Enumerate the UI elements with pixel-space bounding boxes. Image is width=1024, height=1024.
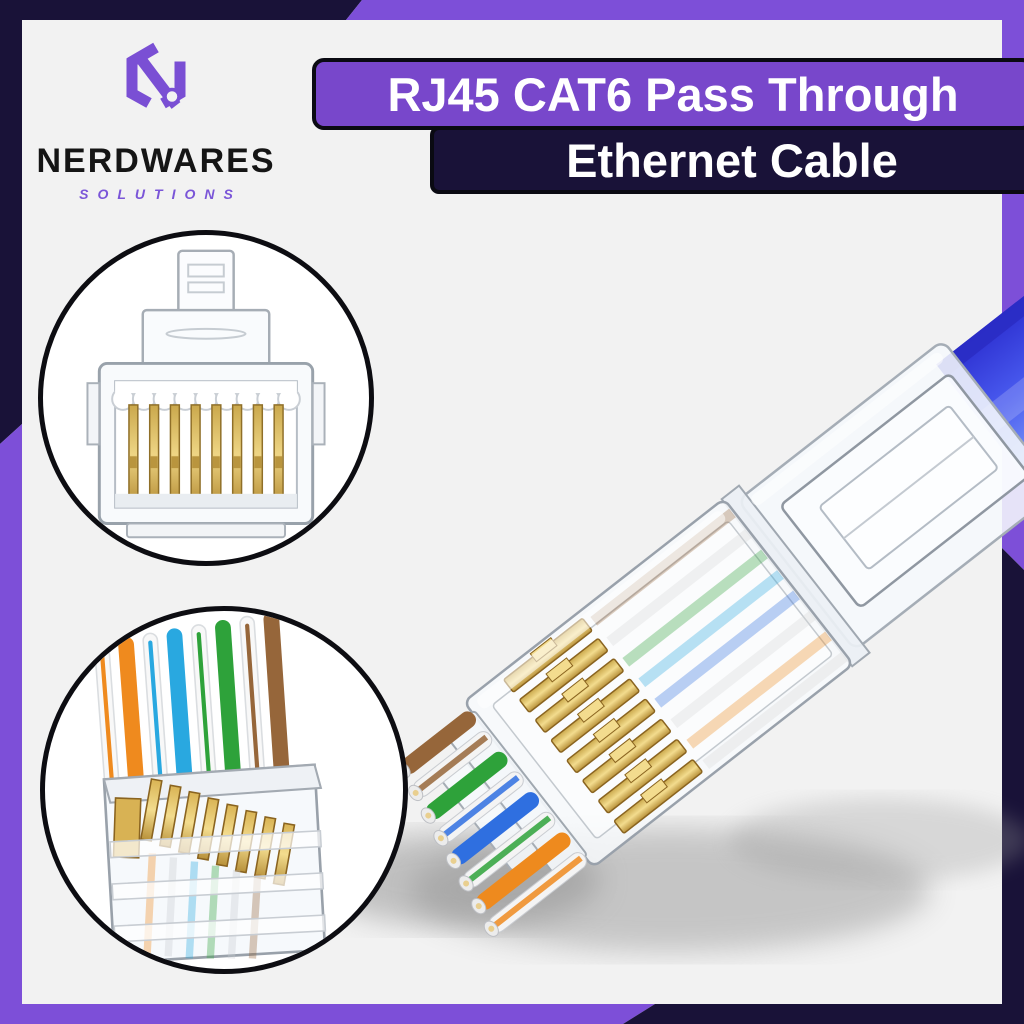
gold-pin-row (503, 618, 703, 834)
brand-logo-block: NERDWARES SOLUTIONS (28, 24, 284, 202)
title-banner-line1: RJ45 CAT6 Pass Through (312, 58, 1024, 130)
clear-rj45-connector-body (395, 343, 1024, 937)
title-line2-text: Ethernet Cable (566, 133, 898, 187)
rj45-pass-through-illustration (93, 611, 327, 965)
hexagon-n-logo-icon (126, 42, 186, 109)
front-view-gold-pins (128, 404, 284, 505)
title-line1-text: RJ45 CAT6 Pass Through (387, 67, 959, 121)
inset-circle-front-view (38, 230, 374, 566)
title-banner-line2: Ethernet Cable (430, 126, 1024, 194)
product-photo-rj45-plug (340, 230, 1024, 952)
blue-ethernet-cable (936, 230, 1024, 494)
pass-through-wires (93, 611, 290, 798)
brand-name: NERDWARES (36, 142, 276, 180)
inset-circle-pass-through-view (40, 606, 408, 974)
brand-tagline: SOLUTIONS (79, 186, 242, 202)
rj45-front-view-illustration (86, 249, 326, 539)
cat6-wires (401, 711, 587, 933)
